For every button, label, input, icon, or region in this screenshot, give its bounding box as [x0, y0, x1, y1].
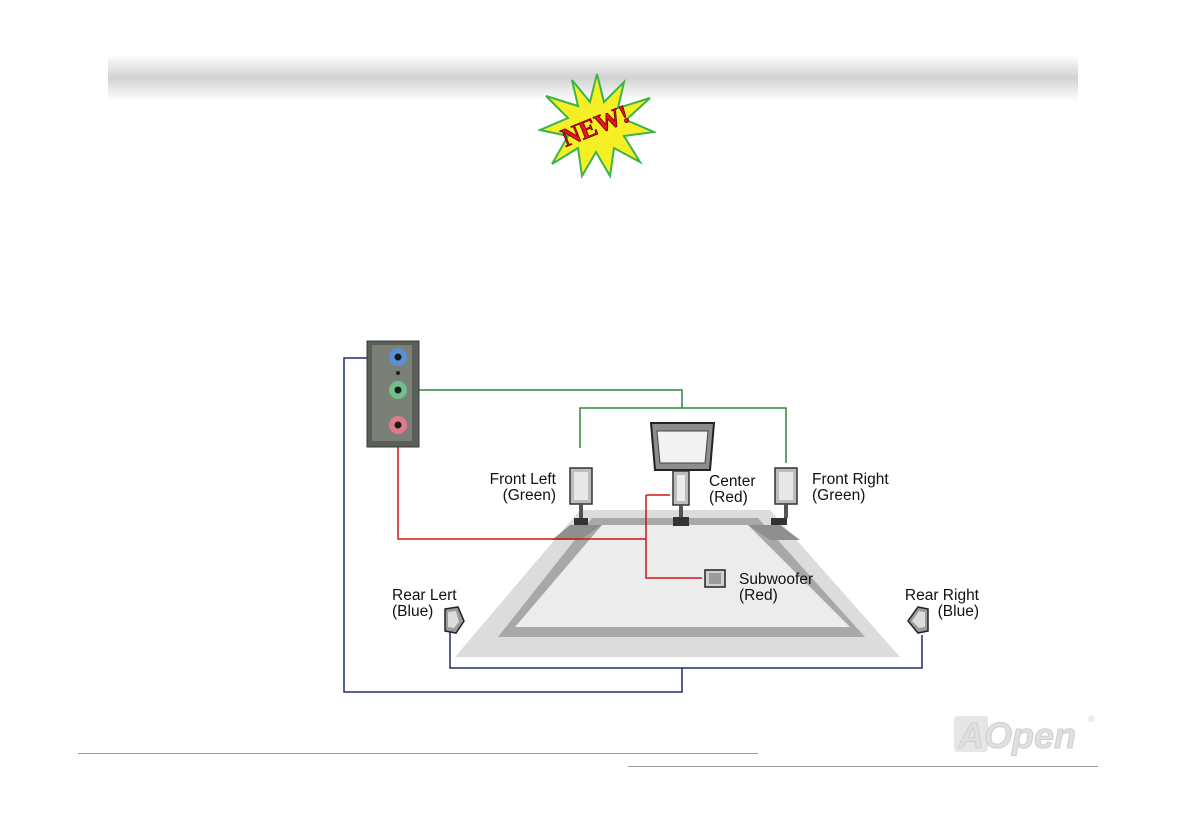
subwoofer-label: Subwoofer (Red)	[739, 572, 813, 604]
rear-right-color: (Blue)	[882, 604, 979, 620]
center-color: (Red)	[709, 490, 756, 506]
subwoofer-name: Subwoofer	[739, 572, 813, 588]
front-right-name: Front Right	[812, 472, 889, 488]
rear-right-label: Rear Right (Blue)	[882, 588, 979, 620]
audio-jack-panel	[367, 341, 419, 447]
subwoofer-icon	[705, 570, 725, 587]
front-left-color: (Green)	[476, 488, 556, 504]
aopen-logo-mark: ®	[1088, 714, 1095, 724]
rear-left-name: Rear Lert	[392, 588, 457, 604]
monitor-icon	[651, 423, 714, 470]
front-left-label: Front Left (Green)	[476, 472, 556, 504]
footer-divider-right	[628, 766, 1098, 767]
front-right-color: (Green)	[812, 488, 889, 504]
center-label: Center (Red)	[709, 474, 756, 506]
center-speaker-icon	[673, 471, 689, 526]
front-speaker-wires	[412, 390, 786, 463]
new-badge: NEW!	[538, 72, 656, 180]
front-left-name: Front Left	[476, 472, 556, 488]
center-name: Center	[709, 474, 756, 490]
rear-left-color: (Blue)	[392, 604, 457, 620]
subwoofer-color: (Red)	[739, 588, 813, 604]
rear-left-label: Rear Lert (Blue)	[392, 588, 457, 620]
aopen-logo-text: AOpen	[957, 715, 1076, 756]
room-floor	[455, 510, 900, 657]
rear-right-name: Rear Right	[882, 588, 979, 604]
aopen-logo: AOpen ®	[952, 710, 1100, 756]
footer-divider-left	[78, 753, 758, 754]
front-right-label: Front Right (Green)	[812, 472, 889, 504]
speaker-connection-diagram	[330, 335, 1000, 710]
